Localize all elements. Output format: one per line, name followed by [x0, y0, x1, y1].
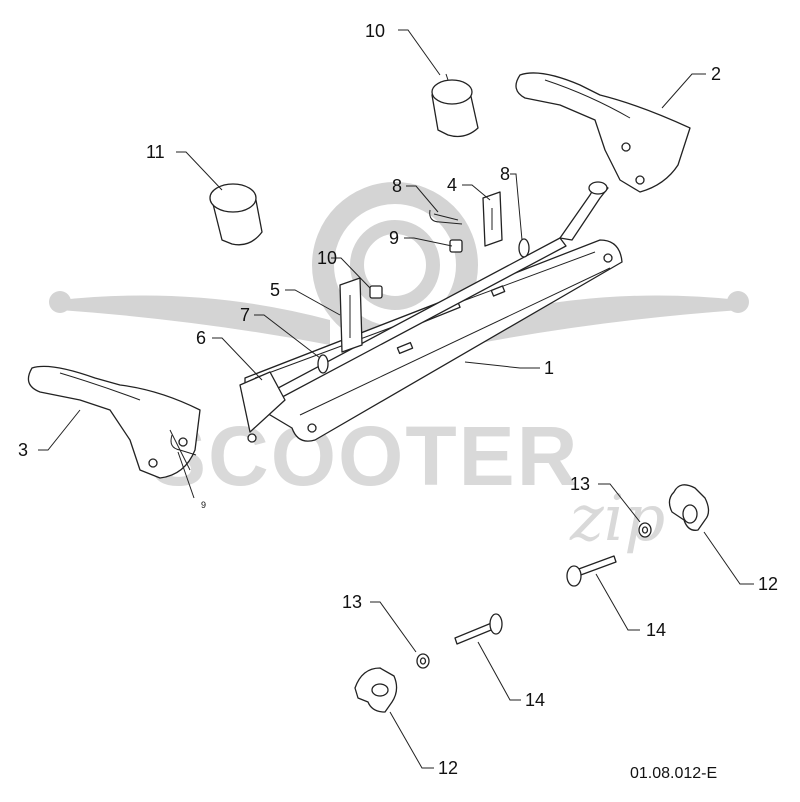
part-bracket-1	[244, 239, 623, 443]
callout-14-left: 14	[525, 690, 545, 710]
part-clip-8b	[170, 434, 197, 456]
callout-5: 5	[270, 280, 280, 300]
callout-9-right: 9	[389, 228, 399, 248]
callout-3: 3	[18, 440, 28, 460]
callout-8: 8	[392, 176, 402, 196]
part-bolt-14b	[454, 613, 503, 645]
leader-lines	[38, 29, 754, 769]
callout-7-left: 7	[240, 305, 250, 325]
part-washer-13b	[416, 653, 430, 669]
part-knob-10	[431, 73, 479, 138]
part-clip-8a	[429, 209, 463, 225]
callout-14-right: 14	[646, 620, 666, 640]
callout-9-left: 10	[317, 248, 337, 268]
part-knob-11	[209, 183, 263, 246]
callout-12-right: 12	[758, 574, 778, 594]
callout-8-small: 9	[201, 500, 206, 510]
callout-6: 6	[196, 328, 206, 348]
part-star-knob-12b	[354, 667, 398, 713]
callout-2: 2	[711, 64, 721, 84]
part-nut-9b	[369, 285, 383, 299]
part-star-knob-12a	[668, 484, 710, 531]
part-bracket-5	[339, 277, 363, 353]
watermark-script-text: zip	[569, 482, 665, 556]
callout-11: 11	[146, 142, 165, 162]
part-bushing-7a	[317, 354, 329, 374]
reference-code: 01.08.012-E	[630, 765, 717, 782]
callout-1: 1	[544, 358, 554, 378]
part-bushing-7b	[518, 238, 530, 258]
callout-13-left: 13	[342, 592, 362, 612]
callout-10: 10	[365, 21, 385, 41]
part-bolt-14a	[566, 555, 617, 587]
callout-12-left: 12	[438, 758, 458, 778]
part-handle-3	[27, 365, 201, 479]
part-washer-13a	[638, 522, 652, 538]
part-bracket-6	[239, 371, 286, 433]
callout-4: 4	[447, 175, 457, 195]
watermark-brand-text: SCOOTER	[150, 409, 579, 503]
callout-13-right: 13	[570, 474, 590, 494]
callout-labels: 10 2 11 3 9 1 8 4 8 9 10 5 7 6 13 12 14 …	[18, 21, 778, 778]
part-bracket-4	[482, 191, 503, 247]
callout-7-right: 8	[500, 164, 510, 184]
part-handle-2	[515, 72, 691, 193]
